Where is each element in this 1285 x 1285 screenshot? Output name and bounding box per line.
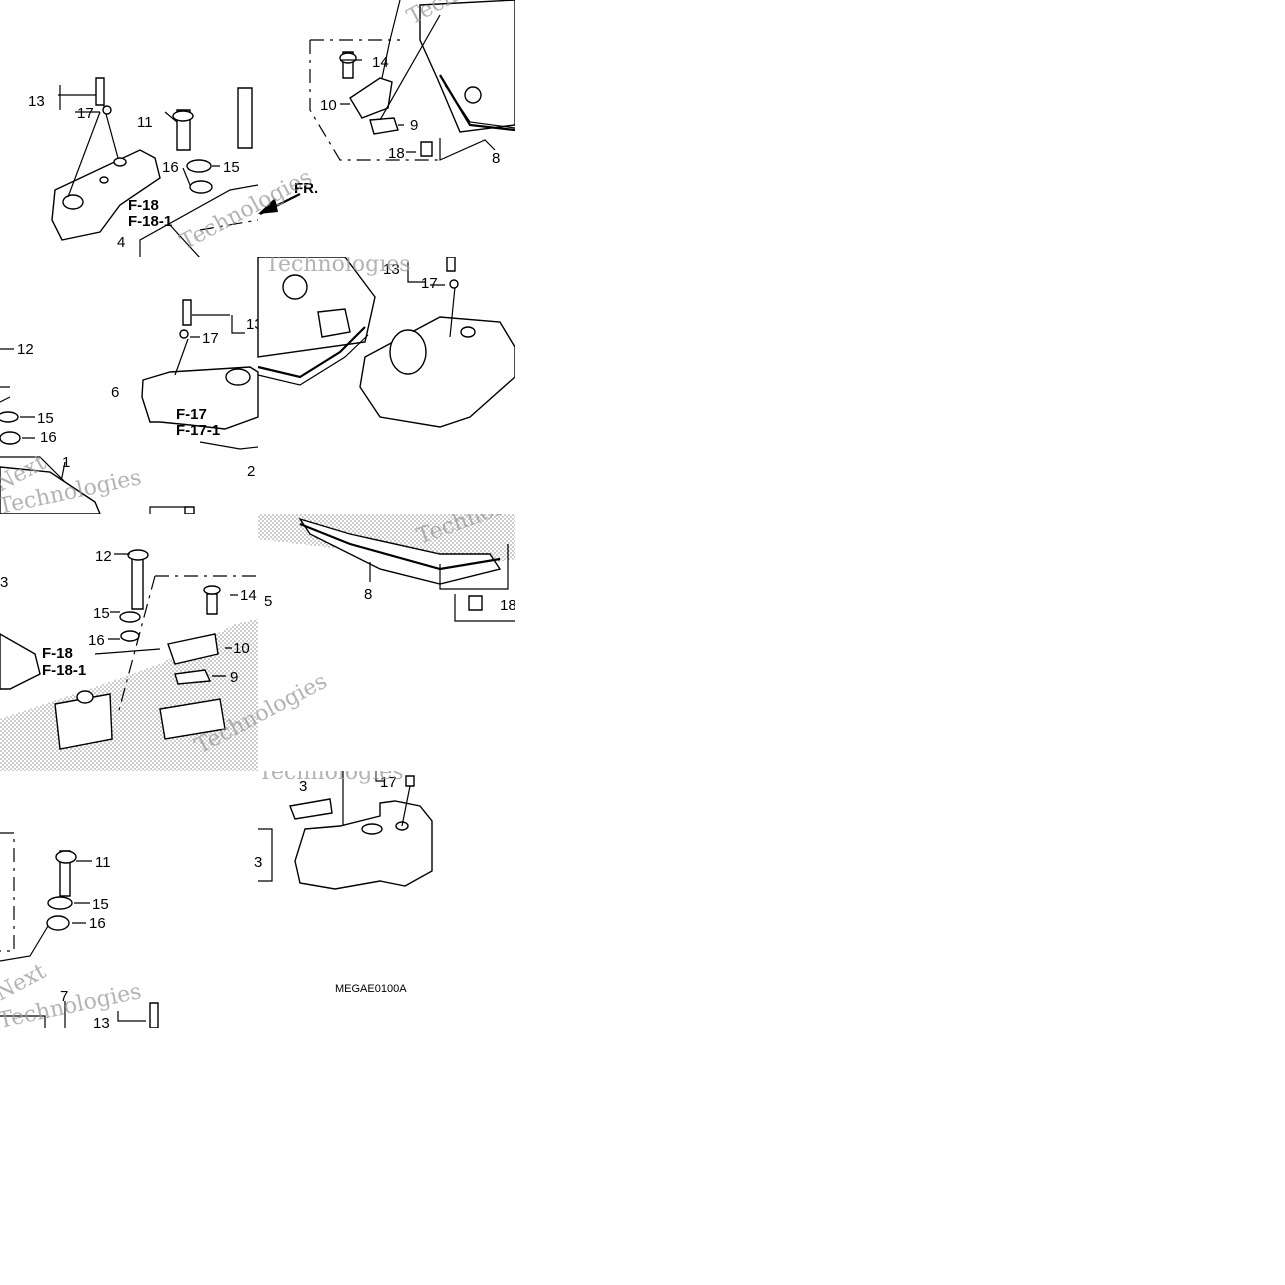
callout-10: 10	[320, 97, 337, 114]
nut-17b	[179, 329, 189, 339]
ref-f18b: F-18	[42, 645, 73, 662]
callout-4: 4	[117, 234, 125, 251]
callout-2: 2	[247, 463, 255, 480]
packing-9	[369, 117, 399, 135]
damper-3	[289, 798, 333, 820]
callout-8: 8	[492, 150, 500, 167]
watermark-10: Technologies	[258, 771, 404, 785]
ref-f18: F-18	[128, 197, 159, 214]
callout-16d: 16	[89, 915, 106, 932]
plug-18b	[468, 595, 483, 611]
diagram-tile-middle: 12 15 16 1 17 13 6 2 F-17 F-17-1 Next Te…	[0, 257, 515, 514]
callout-13d: 13	[93, 1015, 110, 1028]
callout-17: 17	[77, 105, 94, 122]
bolt-13b	[182, 299, 192, 326]
bolt-12	[237, 87, 253, 149]
callout-3b: 3	[254, 854, 262, 871]
callout-12: 12	[17, 341, 34, 358]
callout-15c: 15	[93, 605, 110, 622]
ref-f18-1: F-18-1	[128, 213, 172, 230]
diagram-tile-top: 13 17 11 16 15 4 F-18 F-18-1 FR. 14 10 9	[0, 0, 515, 257]
washer-15b	[0, 411, 19, 423]
callout-17d: 17	[380, 774, 397, 791]
callout-7: 7	[60, 988, 68, 1005]
ref-f17: F-17	[176, 406, 207, 423]
callout-14: 14	[372, 54, 389, 71]
callout-15d: 15	[92, 896, 109, 913]
callout-13c: 13	[383, 261, 400, 278]
bolt-13	[95, 77, 105, 106]
head-cover-left	[0, 466, 101, 514]
cover-part-7-edge	[0, 633, 41, 690]
callout-3: 3	[0, 574, 8, 591]
callout-11: 11	[137, 114, 153, 131]
watermark-2: Technologies	[176, 165, 316, 255]
callout-6: 6	[111, 384, 119, 401]
grommet-16c	[120, 630, 140, 642]
grommet-16d	[46, 915, 70, 931]
bolt-13c	[446, 257, 456, 272]
breather-10b	[167, 633, 219, 665]
grommet-16	[189, 180, 213, 194]
callout-14b: 14	[240, 587, 257, 604]
diagram-code: MEGAE0100A	[335, 983, 407, 995]
watermark-5: Technologies	[265, 257, 411, 277]
callout-9: 9	[410, 117, 418, 134]
breather-10	[349, 77, 393, 119]
bolt-13d	[149, 1002, 159, 1028]
callout-8b: 8	[364, 586, 372, 603]
cover-part-3	[359, 316, 515, 428]
callout-15: 15	[223, 159, 240, 176]
callout-18: 18	[388, 145, 405, 162]
callout-1: 1	[62, 454, 70, 471]
callout-3c: 3	[299, 778, 307, 795]
packing-9b	[174, 669, 212, 685]
plug-18	[420, 141, 433, 157]
callout-18b: 18	[500, 597, 515, 614]
nut-17d	[405, 775, 415, 787]
callout-15b: 15	[37, 410, 54, 427]
nut-17	[102, 105, 112, 115]
callout-10b: 10	[233, 640, 250, 657]
nut-17c	[449, 279, 459, 289]
bolt-14b	[206, 593, 218, 615]
washer-15	[186, 159, 212, 173]
ref-f18-1b: F-18-1	[42, 662, 86, 679]
callout-17c: 17	[421, 275, 438, 292]
front-arrow-label: FR.	[294, 180, 318, 197]
callout-17b: 17	[202, 330, 219, 347]
washer-15d	[47, 896, 73, 910]
diagram-tile-lower: 3 12 15 16 14 5 10 9 F-18 F-18-1 Technol…	[0, 514, 515, 771]
cover-part-4	[51, 149, 161, 241]
washer-15c	[119, 611, 141, 623]
grommet-16b	[0, 431, 21, 445]
callout-16c: 16	[88, 632, 105, 649]
callout-5: 5	[264, 593, 272, 610]
callout-12b: 12	[95, 548, 112, 565]
diagram-tile-bottom: 11 15 16 7 13 Next Technologies 3 3 17 T…	[0, 771, 515, 1028]
callout-11b: 11	[95, 854, 111, 871]
callout-9b: 9	[230, 669, 238, 686]
callout-16: 16	[162, 159, 179, 176]
ref-f17-1: F-17-1	[176, 422, 220, 439]
callout-16b: 16	[40, 429, 57, 446]
callout-13: 13	[28, 93, 45, 110]
cylinder-head-cover	[419, 0, 515, 133]
